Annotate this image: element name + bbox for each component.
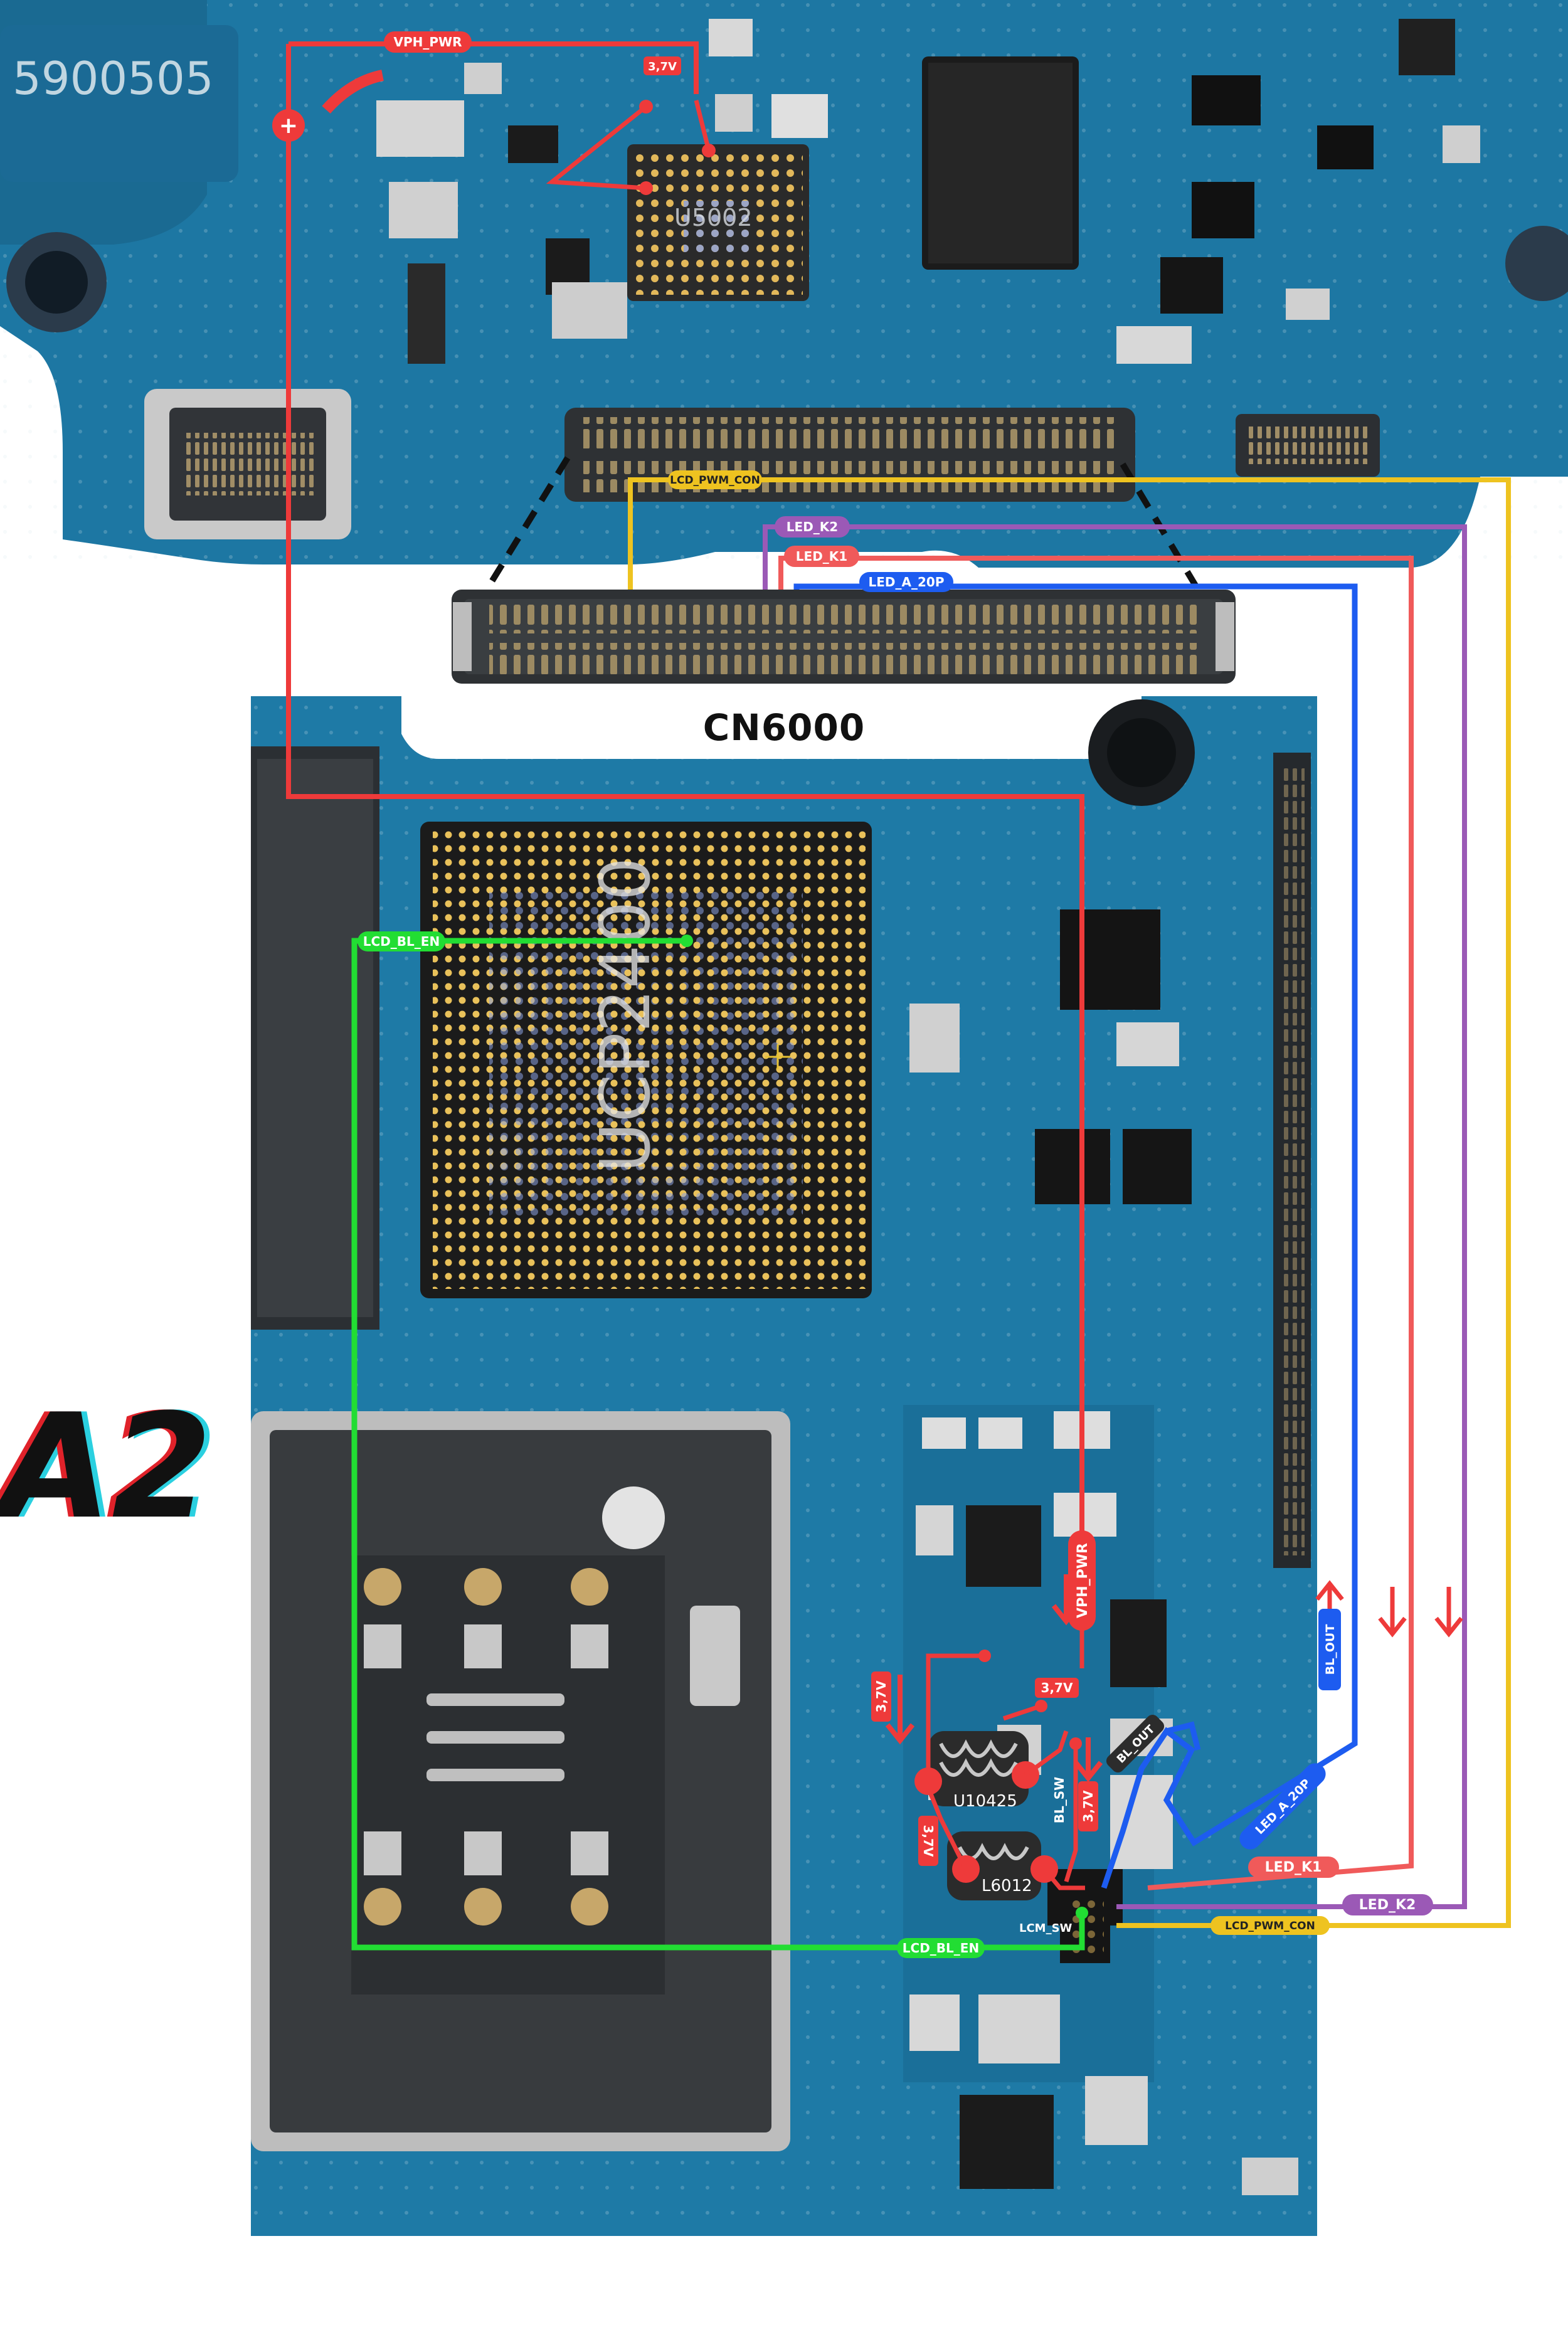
net-label-bl-sw: BL_SW: [1052, 1777, 1067, 1823]
net-label-led-a-20p-top: LED_A_20P: [869, 575, 945, 590]
net-label-lcd-bl-en-top: LCD_BL_EN: [363, 934, 440, 949]
connector-cn6000: [452, 590, 1236, 684]
board-top-marking: 5900505: [13, 52, 214, 105]
soc-marking: UCP2400: [585, 857, 665, 1173]
voltage-vph-node: 3,7V: [1041, 1680, 1073, 1695]
net-label-lcd-pwm-con-bottom: LCD_PWM_CON: [1225, 1920, 1315, 1932]
net-label-vph-pwr-top: VPH_PWR: [394, 34, 462, 50]
plus-icon: +: [279, 113, 298, 139]
ic-top-marking: U5002: [674, 204, 753, 231]
net-label-vph-pwr-bottom: VPH_PWR: [1075, 1543, 1091, 1618]
bottom-board: UCP2400: [251, 696, 1317, 2236]
net-label-lcm-sw: LCM_SW: [1019, 1922, 1073, 1935]
trace-lcd-bl-en: [351, 938, 1085, 1951]
net-label-bl-out-right: BL_OUT: [1323, 1624, 1337, 1675]
inductor-1-label: U10425: [953, 1792, 1017, 1811]
voltage-lower-inductor: 3,7V: [921, 1825, 936, 1857]
voltage-top-ic: 3,7V: [648, 60, 677, 73]
arrow-down-icon: [1378, 1587, 1407, 1638]
trace-vph-pwr: [286, 125, 1084, 1631]
net-label-led-k1-top: LED_K1: [796, 549, 847, 564]
net-label-led-k2-bottom: LED_K2: [1359, 1897, 1416, 1913]
net-label-led-k1-bottom: LED_K1: [1265, 1860, 1322, 1875]
connector-label: CN6000: [702, 706, 866, 749]
net-label-lcd-bl-en-bottom: LCD_BL_EN: [903, 1941, 979, 1956]
page-title: A2: [0, 1384, 213, 1551]
arrow-down-icon: [1434, 1587, 1463, 1638]
vph-pwr-source-marker: [272, 109, 305, 142]
top-board: 5900505 U5002: [0, 0, 1568, 568]
net-label-lcd-pwm-con-top: LCD_PWM_CON: [670, 474, 760, 487]
voltage-right-node: 3,7V: [1081, 1790, 1096, 1822]
trace-lcd-pwm-con: [628, 477, 1511, 1928]
zoom-line-left: [480, 456, 571, 598]
voltage-left-inductor: 3,7V: [874, 1680, 889, 1712]
inductor-2-label: L6012: [982, 1877, 1032, 1895]
net-label-led-k2-top: LED_K2: [787, 519, 838, 534]
